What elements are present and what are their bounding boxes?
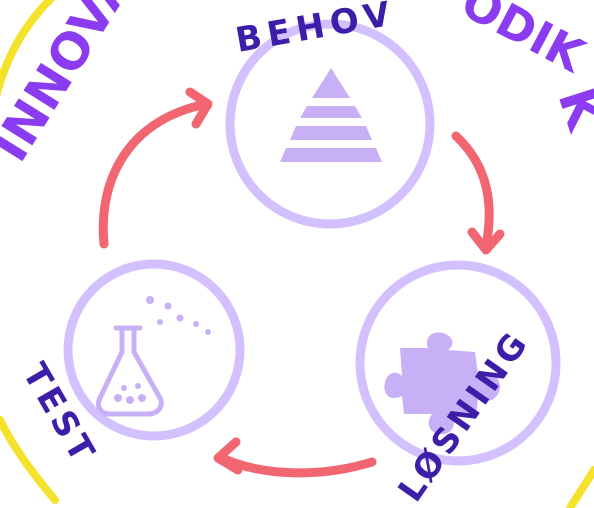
outer-ring-bottom-right	[566, 466, 594, 508]
outer-ring-left	[0, 0, 56, 98]
arrow-test-to-behov	[98, 87, 213, 249]
outer-ring-bottom-left	[0, 416, 59, 504]
label-behov: BEHOV	[233, 0, 399, 61]
arrow-behov-to-losning	[451, 131, 505, 255]
puzzle-piece-icon	[384, 332, 500, 435]
title-left: INNOVA	[0, 0, 146, 171]
flask-icon	[95, 296, 211, 417]
losning-circle	[355, 260, 561, 466]
arrow-losning-to-test	[213, 437, 377, 478]
behov-circle	[225, 19, 435, 229]
pyramid-icon	[280, 68, 382, 162]
title-right: ODIK	[453, 0, 594, 84]
test-circle	[63, 259, 245, 441]
title-end-glyph: K	[546, 80, 594, 138]
